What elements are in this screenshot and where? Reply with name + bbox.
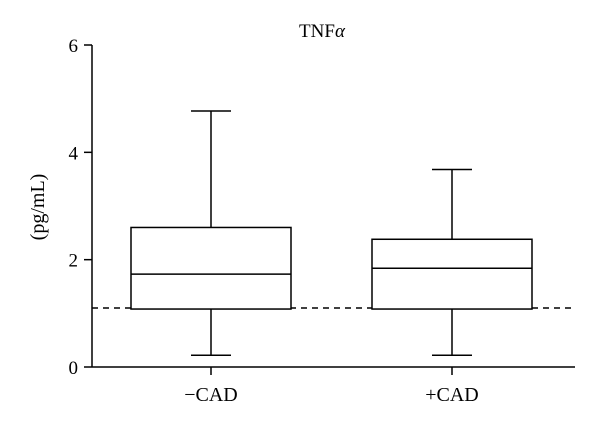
chart-title: TNFα — [299, 21, 346, 42]
y-tick-label-4: 4 — [69, 143, 79, 164]
chart-title-greek: α — [335, 21, 346, 42]
y-tick-label-6: 6 — [69, 36, 79, 57]
x-category-label-0: −CAD — [184, 384, 238, 406]
box-iqr-0 — [130, 226, 292, 310]
chart-title-main: TNF — [299, 21, 335, 42]
y-tick-label-2: 2 — [69, 251, 79, 272]
y-tick-label-0: 0 — [69, 358, 79, 379]
x-category-label-1: +CAD — [425, 384, 479, 406]
box-iqr-1 — [371, 238, 533, 310]
plot-area: 0 2 4 6 −CAD +CAD — [69, 36, 575, 406]
y-axis-title: (pg/mL) — [27, 174, 49, 241]
